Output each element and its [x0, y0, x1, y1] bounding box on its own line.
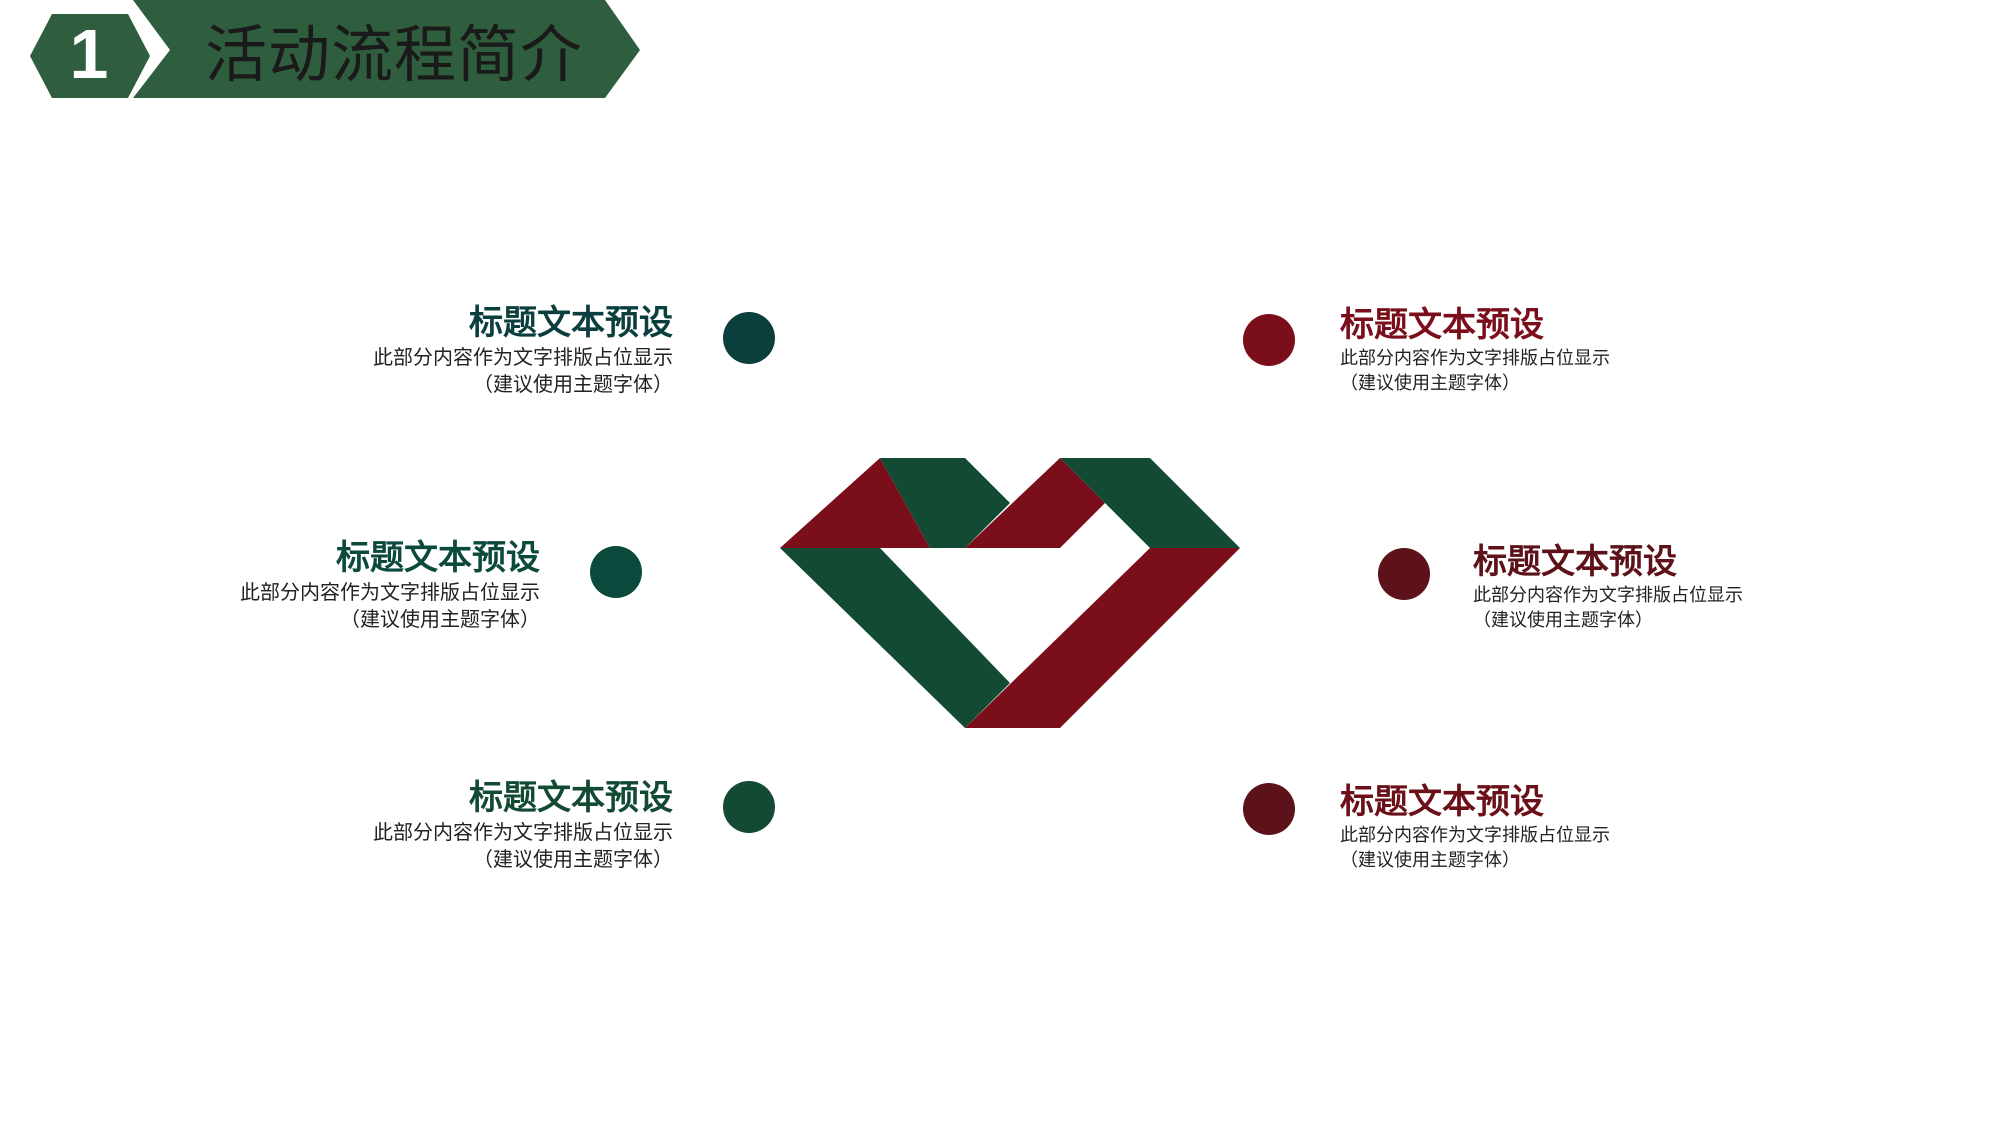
list-item-mid-left: 标题文本预设 此部分内容作为文字排版占位显示 （建议使用主题字体）	[230, 537, 540, 633]
item-title: 标题文本预设	[1473, 542, 1677, 582]
item-note: （建议使用主题字体）	[1473, 610, 1653, 631]
item-note: （建议使用主题字体）	[473, 372, 673, 396]
list-item-bottom-left: 标题文本预设 此部分内容作为文字排版占位显示 （建议使用主题字体）	[363, 777, 673, 873]
item-title: 标题文本预设	[1340, 305, 1544, 345]
list-item-top-left: 标题文本预设 此部分内容作为文字排版占位显示 （建议使用主题字体）	[363, 302, 673, 398]
heart-middle-red-piece	[965, 458, 1105, 548]
list-item-mid-right: 标题文本预设 此部分内容作为文字排版占位显示 （建议使用主题字体）	[1473, 541, 1793, 633]
item-note: （建议使用主题字体）	[1340, 850, 1520, 871]
item-description: 此部分内容作为文字排版占位显示	[1473, 585, 1743, 606]
marker-dot-bottom-right	[1243, 783, 1295, 835]
item-title: 标题文本预设	[336, 538, 540, 578]
list-item-bottom-right: 标题文本预设 此部分内容作为文字排版占位显示 （建议使用主题字体）	[1340, 781, 1660, 873]
marker-dot-top-left	[723, 312, 775, 364]
section-number: 1	[69, 15, 109, 93]
item-title: 标题文本预设	[1340, 782, 1544, 822]
item-title: 标题文本预设	[469, 303, 673, 343]
page-title: 活动流程简介	[205, 18, 584, 91]
heart-ribbon-graphic	[780, 458, 1240, 728]
item-note: （建议使用主题字体）	[340, 607, 540, 631]
item-title: 标题文本预设	[469, 778, 673, 818]
heart-left-green-band	[880, 458, 1010, 548]
item-description: 此部分内容作为文字排版占位显示	[373, 345, 673, 369]
marker-dot-bottom-left	[723, 781, 775, 833]
marker-dot-top-right	[1243, 314, 1295, 366]
item-description: 此部分内容作为文字排版占位显示	[240, 580, 540, 604]
item-description: 此部分内容作为文字排版占位显示	[1340, 825, 1610, 846]
marker-dot-mid-left	[590, 546, 642, 598]
item-note: （建议使用主题字体）	[1340, 373, 1520, 394]
marker-dot-mid-right	[1378, 548, 1430, 600]
item-description: 此部分内容作为文字排版占位显示	[373, 820, 673, 844]
heart-left-lower-green	[780, 548, 1010, 728]
header-title-banner	[133, 0, 640, 98]
header-number-hexagon	[30, 14, 150, 98]
header-ribbon	[30, 0, 640, 98]
item-description: 此部分内容作为文字排版占位显示	[1340, 348, 1610, 369]
heart-right-green-band	[1060, 458, 1240, 548]
heart-right-lower-red	[965, 548, 1240, 728]
list-item-top-right: 标题文本预设 此部分内容作为文字排版占位显示 （建议使用主题字体）	[1340, 304, 1660, 396]
item-note: （建议使用主题字体）	[473, 847, 673, 871]
